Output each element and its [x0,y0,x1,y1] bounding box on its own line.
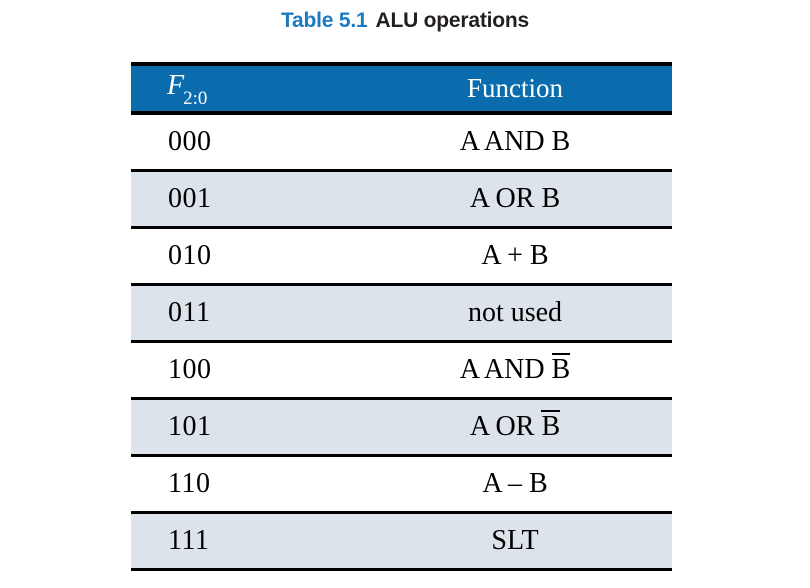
caption-number: Table 5.1 [280,9,368,32]
alu-operations-table: F2:0 Function 000 A AND B 001 A OR B 010 A + … [131,62,672,571]
cell-opcode: 000 [131,113,386,172]
function-text: SLT [491,524,539,556]
function-text: A – B [482,467,548,499]
function-text: not used [467,296,563,328]
table-header: F2:0 Function [131,62,672,115]
cell-opcode: 011 [131,284,386,343]
cell-opcode: 101 [131,398,386,457]
f-symbol: F [167,70,185,102]
cell-opcode: 110 [131,455,386,514]
table-caption: Table 5.1 ALU operations [0,9,810,33]
function-text: A OR B [469,182,561,214]
table-row: 111 SLT [131,512,672,571]
f-subscript: 2:0 [183,87,208,109]
function-text: A OR [469,411,542,442]
table-header-row: F2:0 Function [131,62,672,115]
cell-function: A + B [386,227,672,286]
table-row: 011 not used [131,284,672,343]
cell-opcode: 010 [131,227,386,286]
cell-function: A AND B [386,113,672,172]
cell-opcode: 001 [131,170,386,229]
cell-function: A OR B [386,398,672,457]
table-row: 001 A OR B [131,170,672,229]
cell-function: A AND B [386,341,672,400]
cell-function: A – B [386,455,672,514]
cell-function: A OR B [386,170,672,229]
caption-title: ALU operations [375,9,530,32]
table-row: 010 A + B [131,227,672,286]
function-text: A AND [459,354,552,385]
function-complement-operand: B [551,353,571,385]
table-row: 110 A – B [131,455,672,514]
cell-function: not used [386,284,672,343]
function-text: A AND B [459,125,571,157]
cell-function: SLT [386,512,672,571]
function-text: A + B [481,239,549,271]
cell-opcode: 100 [131,341,386,400]
column-header-f: F2:0 [131,62,386,115]
table-body: 000 A AND B 001 A OR B 010 A + B 011 not used 10… [131,113,672,571]
column-header-function: Function [386,62,672,115]
table-row: 000 A AND B [131,113,672,172]
function-complement-operand: B [541,410,561,442]
cell-opcode: 111 [131,512,386,571]
